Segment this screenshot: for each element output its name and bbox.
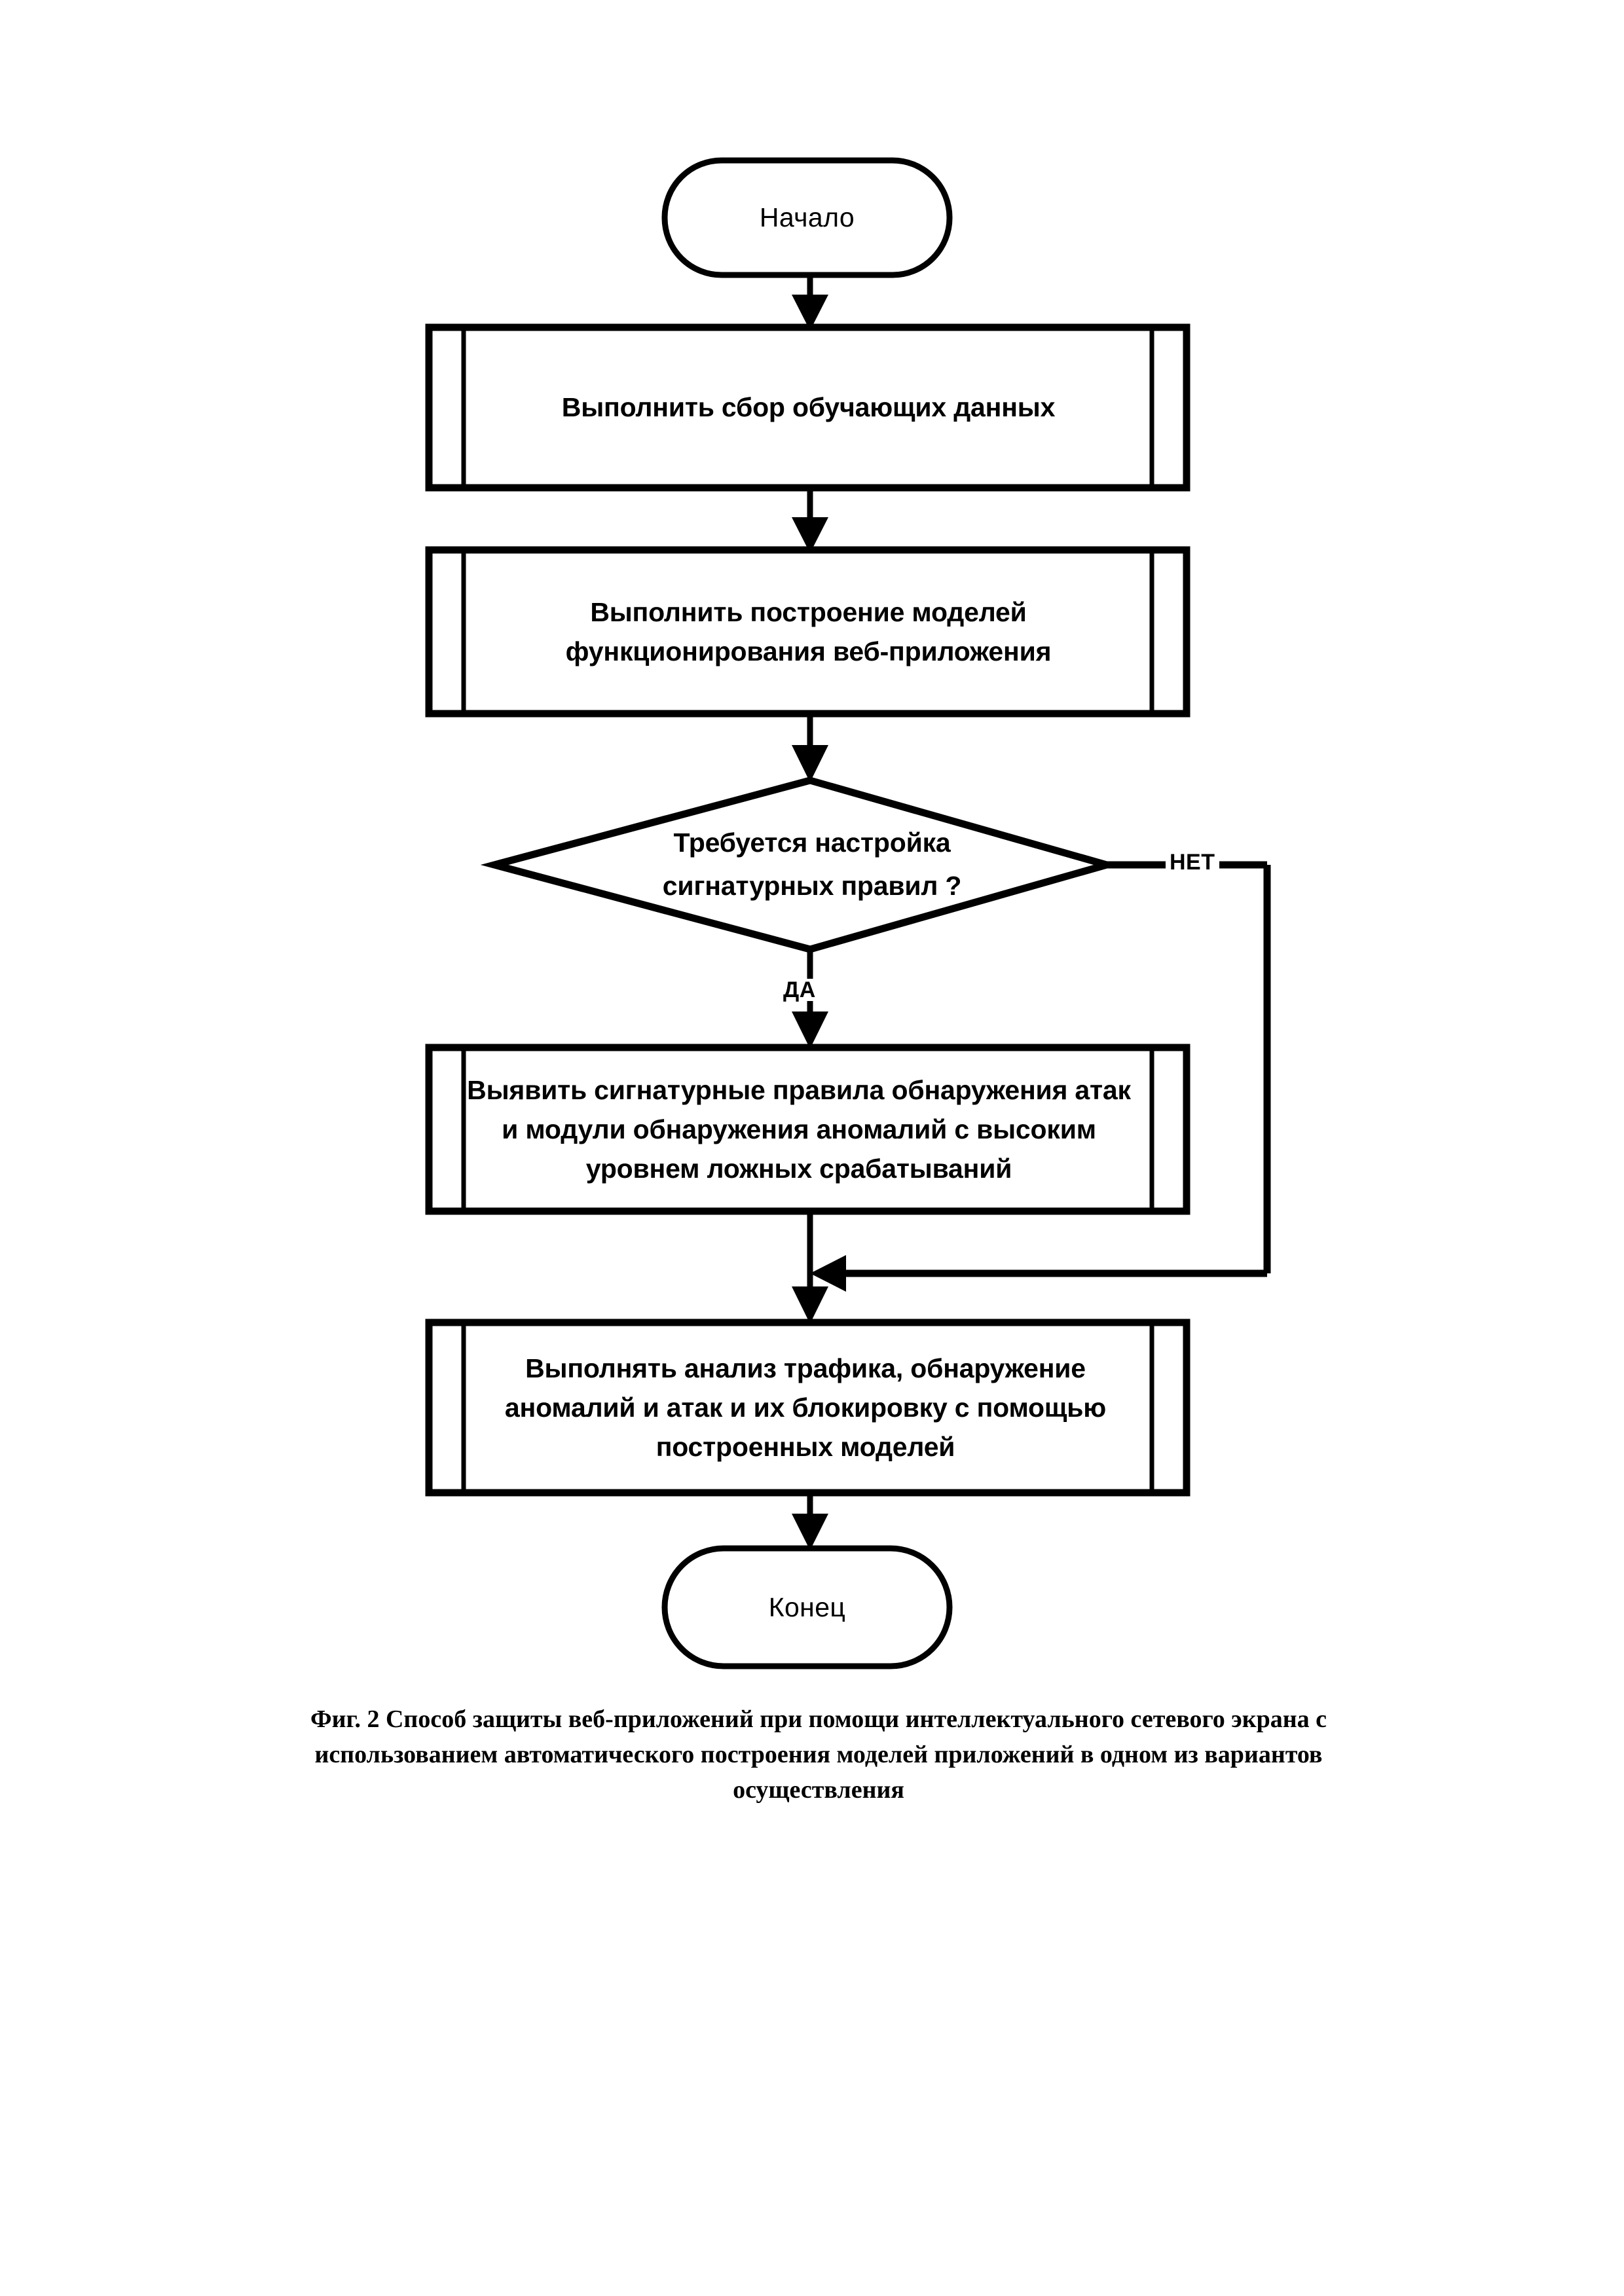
branch-label-yes: ДА xyxy=(779,979,820,1001)
node-end xyxy=(661,1545,953,1669)
node-step-build-models xyxy=(425,546,1190,718)
node-decision-rules xyxy=(480,776,1120,953)
node-step-analyze-traffic xyxy=(425,1319,1190,1497)
node-step-identify-rules xyxy=(425,1044,1190,1215)
edge-start-to-collect xyxy=(792,275,828,331)
figure-caption: Фиг. 2 Способ защиты веб-приложений при … xyxy=(262,1702,1375,1808)
edge-collect-to-build xyxy=(792,488,828,553)
node-start xyxy=(661,157,953,278)
edge-analyze-to-end xyxy=(792,1493,828,1550)
branch-label-no: НЕТ xyxy=(1166,851,1219,873)
figure-caption-line-3: осуществления xyxy=(733,1776,904,1804)
edge-identify-to-analyze xyxy=(792,1211,828,1324)
edge-build-to-decision xyxy=(792,714,828,782)
figure-caption-line-1: Фиг. 2 Способ защиты веб-приложений при … xyxy=(310,1705,1327,1733)
node-step-collect xyxy=(425,323,1190,492)
figure-caption-line-2: использованием автоматического построени… xyxy=(314,1740,1323,1768)
